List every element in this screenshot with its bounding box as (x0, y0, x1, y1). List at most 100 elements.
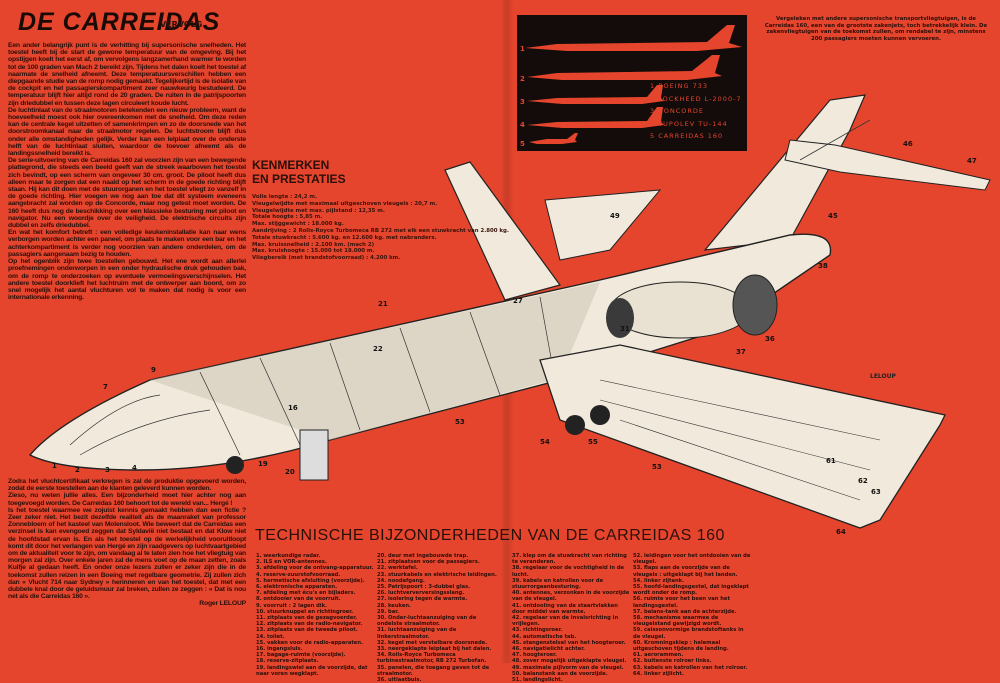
technical-item: 63. kabels en katrollen van het rolroer. (633, 664, 748, 671)
callout: 7 (103, 383, 108, 391)
row-number: 2 (520, 75, 525, 83)
paragraph: Zieso, nu weten jullie alles. Een bijzon… (8, 492, 246, 507)
technical-item: 22. werktafel. (377, 565, 418, 572)
technical-item: 36. uitlaatbuis. (377, 677, 422, 683)
technical-item: 8. ontdooier van de voorruit. (256, 596, 341, 603)
technical-item: 26. luchtververversingsslang. (377, 590, 465, 597)
silhouette-carreidas (529, 133, 578, 144)
aircraft-silhouettes (525, 25, 742, 144)
paragraph: Een ander belangrijk punt is de verhitti… (8, 42, 246, 107)
technical-item: 56. ruimte voor het been van het landing… (633, 596, 730, 609)
technical-item: 25. Patrijspoort : 3-dubbel glas. (377, 584, 471, 591)
legend-item: 2 LOCKHEED L-2000-7 (650, 94, 742, 103)
technical-item: 15. vakken voor de radio-apparaten. (256, 639, 363, 646)
technical-item: 9. voorruit : 2 lagen dik. (256, 602, 327, 609)
callout: 38 (818, 262, 828, 270)
callout: 22 (373, 345, 383, 353)
technical-item: 14. toilet. (256, 633, 285, 640)
technical-item: 59. caissonvormige brandstoftanks in de … (633, 627, 744, 640)
engine-nacelle (606, 274, 778, 339)
specs-title-line: KENMERKEN (252, 158, 330, 172)
artist-signature: LELOUP (870, 373, 897, 380)
callout: 3 (105, 466, 110, 474)
callout: 4 (132, 464, 137, 472)
callout: 1 (52, 462, 57, 470)
technical-item: 35. panelen, die toegang geven tot de st… (377, 664, 490, 677)
callout: 20 (285, 468, 295, 476)
row-number: 3 (520, 98, 525, 106)
article-title: DE CARREIDAS (18, 8, 221, 36)
technical-item: 51. landingslicht. (512, 677, 563, 683)
technical-item: 30. Onder-luchtaanzuiging van de ondelst… (377, 615, 477, 628)
specs-title-line: EN PRESTATIES (252, 172, 346, 186)
technical-item: 49. maximale pijlvorm van de vleugel. (512, 664, 624, 671)
technical-title: TECHNISCHE BIJZONDERHEDEN VAN DE CARREID… (255, 527, 725, 544)
technical-item: 64. linker zijlicht. (633, 670, 684, 677)
technical-item: 46. navigatielicht achter. (512, 646, 586, 653)
legend-item: 1 BOEING 733 (650, 82, 709, 90)
technical-item: 16. ingangsluis. (256, 646, 303, 653)
spec-item: Max. kruissnelheid : 2.100 km. (mach 2) (252, 241, 375, 248)
technical-item: 43. richtingsroer. (512, 627, 563, 634)
technical-item: 53. flaps aan de voorzijde van de vleuge… (633, 565, 738, 578)
technical-item: 42. regelaar van de invalsrichting in vr… (512, 615, 619, 628)
row-number: 1 (520, 45, 525, 53)
callout: 9 (151, 366, 156, 374)
tail (703, 94, 991, 251)
technical-item: 12. zitplaats van de radio-navigator. (256, 621, 363, 628)
paragraph: Is het toestel waarmee we zojuist kennis… (8, 506, 246, 601)
spec-item: Vliegbereik (met brandstofvoorraad) : 4.… (252, 255, 401, 262)
row-number: 5 (520, 140, 525, 148)
callout: 54 (540, 438, 550, 446)
row-number: 4 (520, 121, 525, 129)
callout: 21 (378, 300, 388, 308)
callout: 49 (610, 212, 620, 220)
intro-text: Een ander belangrijk punt is de verhitti… (8, 42, 246, 301)
paragraph: De serie-uitvoering van de Carreidas 160… (8, 157, 246, 230)
silhouette-concorde (527, 85, 664, 104)
technical-item: 61. aerorammen. (633, 652, 684, 659)
technical-item: 13. zitplaats van de tweede piloot. (256, 627, 358, 634)
technical-item: 52. leidingen voor het ontdooien van de … (633, 553, 751, 566)
technical-item: 41. ontdooiing van de staartvlakken door… (512, 602, 618, 615)
paragraph: Zodra het vluchtcertifikaat verkregen is… (8, 478, 246, 493)
callout: 27 (513, 297, 523, 305)
technical-item: 55. hoofd-landingsgestel, dat ingeklapt … (633, 584, 749, 597)
technical-item: 2. ILS en VOR-antennes. (256, 559, 327, 566)
technical-item: 18. reserve-zitplaats. (256, 658, 319, 665)
technical-item: 37. klep om de stuwkracht van richting t… (512, 553, 627, 566)
technical-item: 39. kabels en katrollen voor de stuurror… (512, 577, 604, 591)
callout: 47 (967, 157, 977, 165)
callout: 61 (826, 457, 836, 465)
technical-item: 6. elektronische apparaten. (256, 584, 338, 591)
paragraph: De luchtinlaat van de straalmotoren bete… (8, 106, 246, 158)
callout: 19 (258, 460, 268, 468)
technical-item: 11. zitplaats van de gezagvoerder. (256, 615, 358, 622)
callout: 2 (75, 466, 80, 474)
technical-item: 24. noodafgang. (377, 577, 425, 584)
technical-item: 45. stangenstelsel van het hoogteroer. (512, 639, 626, 646)
technical-item: 60. Kromningsklep : helemaal uitgeschove… (633, 639, 729, 653)
technical-list-col4: 52. leidingen voor het ontdooien van de … (633, 553, 751, 677)
technical-item: 54. linker zijtank. (633, 577, 685, 584)
callout: 53 (652, 463, 662, 471)
technical-item: 5. hermetische afsluiting (voorzijde). (256, 577, 365, 584)
spec-item: Vleugelwijdte met maximaal uitgeschoven … (252, 200, 438, 207)
technical-item: 34. Rolls-Royce Turbomeca turbinestraalm… (377, 652, 487, 665)
technical-item: 47. hoogteroer. (512, 652, 557, 659)
paragraph: En wat het komfort betreft : een volledi… (8, 229, 246, 258)
silhouette-lockheed (527, 55, 722, 80)
technical-list-col3: 37. klep om de stuwkracht van richting t… (512, 553, 630, 683)
technical-item: 1. weerkundige radar. (256, 553, 321, 559)
spec-item: Aandrijving : 2 Rolls-Royce Turbomeca RB… (252, 227, 509, 234)
landing-gear (226, 405, 610, 481)
spec-item: Volle lengte : 24,2 m. (252, 194, 317, 200)
silhouette-boeing (525, 25, 742, 51)
technical-item: 10. stuurknuppel en richtingroer. (256, 608, 354, 615)
closing-text: Zodra het vluchtcertifikaat verkregen is… (8, 478, 246, 608)
legend-item: 3 CONCORDE (650, 107, 705, 115)
technical-item: 23. stuurkabels en elektrische leidingen… (377, 571, 497, 578)
technical-item: 62. buitenste rolroer links. (633, 658, 712, 665)
technical-item: 17. bagage-ruimte (voorzijde). (256, 652, 346, 659)
carreidas-cutaway-illustration: LELOUP (28, 94, 991, 529)
